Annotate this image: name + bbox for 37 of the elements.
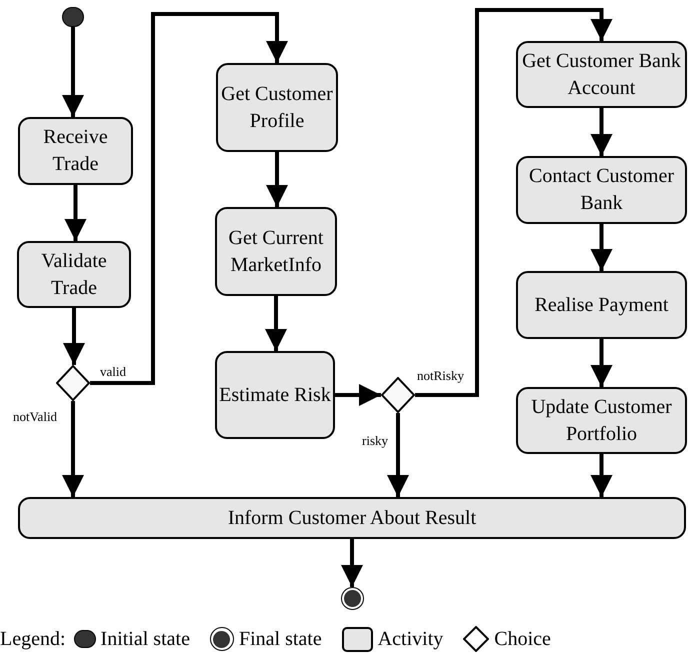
arrow xyxy=(265,296,287,351)
choice-diamond xyxy=(56,365,90,401)
arrow xyxy=(341,539,363,587)
edge-label: valid xyxy=(99,364,127,379)
edge-label: notRisky xyxy=(416,368,465,383)
arrow xyxy=(590,108,612,156)
legend-text: Initial state xyxy=(100,627,190,651)
legend-title: Legend: xyxy=(0,627,66,651)
activity-box: Update Customer Portfolio xyxy=(516,387,687,454)
choice-diamond xyxy=(381,377,415,413)
arrow xyxy=(266,152,288,207)
activity-box: Receive Trade xyxy=(18,117,133,185)
arrow xyxy=(335,384,381,406)
activity-box: Realise Payment xyxy=(516,271,687,339)
activity-box: Get Customer Bank Account xyxy=(516,41,687,108)
edge-label: risky xyxy=(361,433,389,448)
arrow xyxy=(62,401,84,497)
arrow xyxy=(63,308,85,365)
arrow xyxy=(590,339,612,387)
activity-box: Get Current MarketInfo xyxy=(215,207,337,296)
arrow xyxy=(387,413,409,497)
legend-text: Activity xyxy=(378,627,444,651)
arrow xyxy=(415,8,612,397)
activity-box: Inform Customer About Result xyxy=(18,497,686,539)
activity-box: Validate Trade xyxy=(17,241,131,308)
arrow xyxy=(64,185,86,241)
edge-label: notValid xyxy=(12,409,58,424)
arrow xyxy=(62,27,84,117)
legend-text: Final state xyxy=(238,627,322,651)
final-state-circle xyxy=(341,587,364,610)
activity-box: Contact Customer Bank xyxy=(516,156,687,224)
arrow xyxy=(590,224,612,271)
arrow xyxy=(590,454,612,497)
legend-text: Choice xyxy=(494,627,551,651)
arrow xyxy=(90,12,288,385)
activity-box: Get Customer Profile xyxy=(216,63,338,152)
activity-box: Estimate Risk xyxy=(215,351,335,439)
